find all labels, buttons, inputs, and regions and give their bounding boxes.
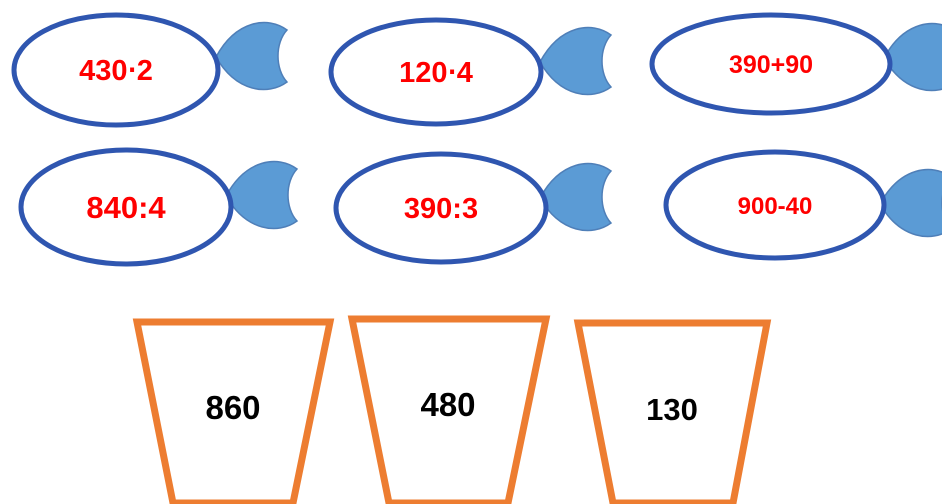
fish-card[interactable]: 390:3 xyxy=(333,151,613,265)
fish-body xyxy=(663,149,887,261)
bucket-outline xyxy=(347,315,551,504)
fish-tail-icon xyxy=(539,26,613,96)
fish-expression: 840:4 xyxy=(86,190,166,225)
bucket-answer: 860 xyxy=(205,389,260,426)
fish-card[interactable]: 900-40 xyxy=(663,149,942,261)
fish-tail-icon xyxy=(225,160,299,230)
fish-tail-icon xyxy=(883,22,942,92)
bucket-outline xyxy=(573,319,772,504)
fish-body xyxy=(333,151,549,265)
fish-tail-icon xyxy=(215,21,289,91)
answer-bucket[interactable]: 130 xyxy=(573,319,772,504)
fish-body xyxy=(18,147,234,267)
bucket-answer: 480 xyxy=(420,386,475,423)
fish-expression: 390:3 xyxy=(404,193,478,225)
fish-body xyxy=(328,17,544,127)
fish-card[interactable]: 390+90 xyxy=(649,12,942,116)
fish-card[interactable]: 120⋅4 xyxy=(328,17,613,127)
fish-card[interactable]: 430⋅2 xyxy=(11,12,289,128)
fish-expression: 120⋅4 xyxy=(399,57,473,89)
bucket-outline xyxy=(132,318,335,504)
fish-card[interactable]: 840:4 xyxy=(18,147,299,267)
fish-expression: 900-40 xyxy=(738,193,813,220)
answer-bucket[interactable]: 480 xyxy=(347,315,551,504)
fish-tail-icon xyxy=(539,162,613,232)
answer-bucket[interactable]: 860 xyxy=(132,318,335,504)
bucket-answer: 130 xyxy=(646,392,698,427)
fish-body xyxy=(649,12,893,116)
fish-tail-icon xyxy=(879,168,942,238)
fish-body xyxy=(11,12,221,128)
fish-expression: 390+90 xyxy=(729,51,813,79)
fish-expression: 430⋅2 xyxy=(79,55,153,87)
